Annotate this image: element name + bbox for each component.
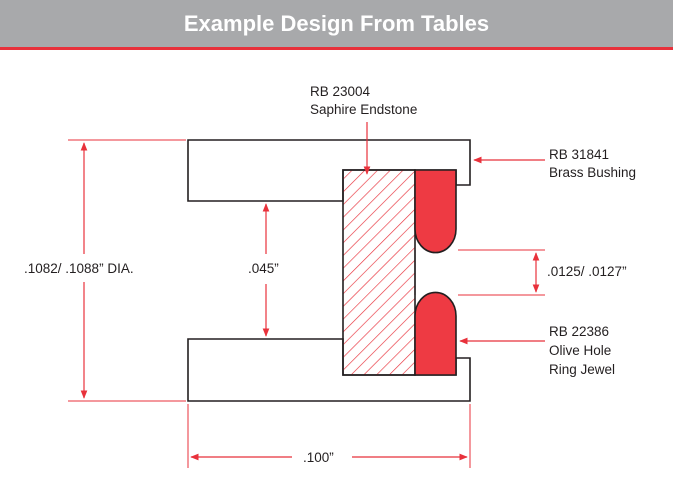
dim-inner-bore: .045” [248, 261, 279, 276]
endstone [342, 169, 416, 376]
callout-bushing-part: RB 31841 [549, 147, 609, 162]
dim-length: .100” [303, 450, 334, 465]
title-bar [0, 0, 673, 47]
callout-endstone-part: RB 23004 [310, 84, 371, 99]
dim-hole: .0125/ .0127” [547, 264, 627, 279]
dim-outer-dia: .1082/ .1088” DIA. [24, 261, 134, 276]
title-underline [0, 47, 673, 50]
ring-jewel-lower [414, 291, 457, 376]
ring-jewel-upper [414, 169, 457, 254]
callout-endstone-name: Saphire Endstone [310, 102, 417, 117]
page-title: Example Design From Tables [183, 11, 490, 36]
callout-jewel-line3: Ring Jewel [549, 362, 615, 377]
callout-jewel-part: RB 22386 [549, 324, 609, 339]
callout-bushing-name: Brass Bushing [549, 165, 636, 180]
callout-jewel-line2: Olive Hole [549, 343, 611, 358]
